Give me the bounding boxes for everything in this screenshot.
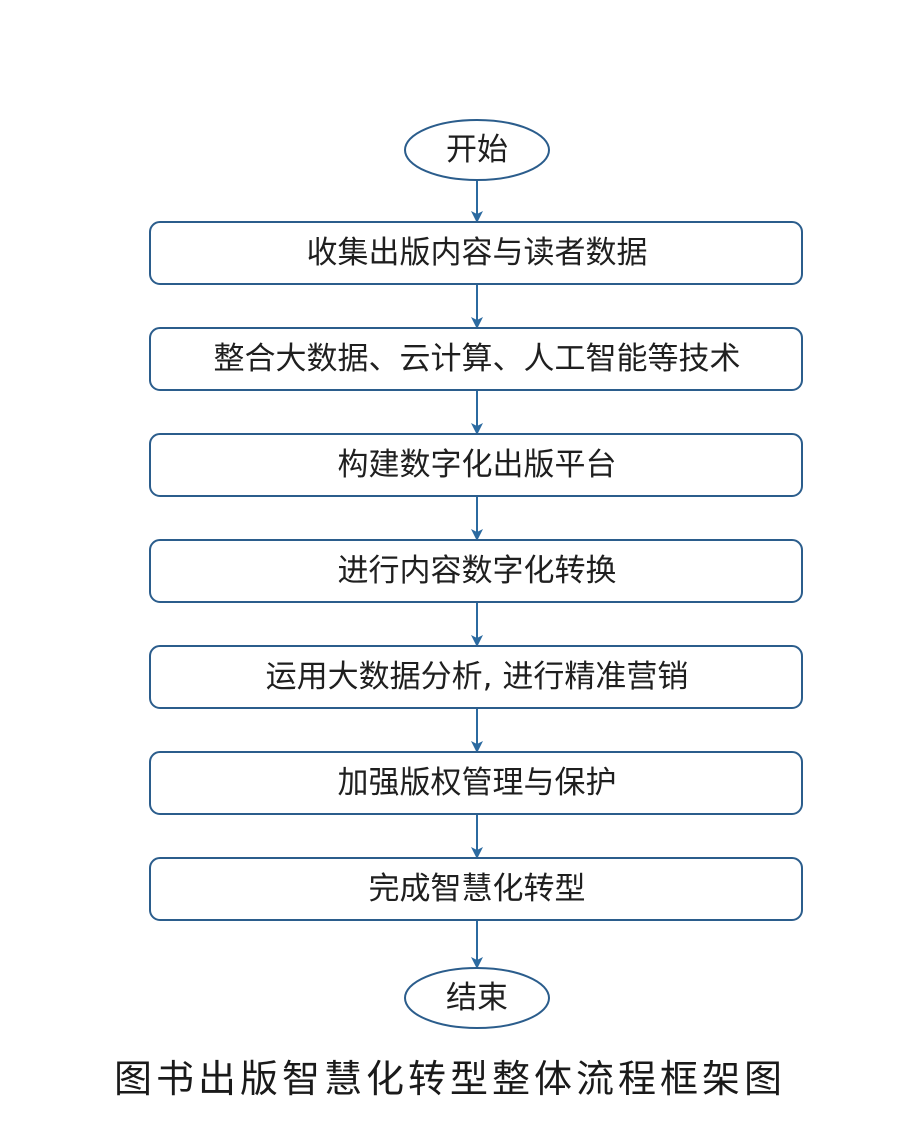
- process-box: [149, 327, 803, 391]
- diagram-caption: 图书出版智慧化转型整体流程框架图: [113, 1057, 786, 1101]
- node-label: 加强版权管理与保护: [338, 765, 617, 801]
- node-step6: 加强版权管理与保护: [149, 751, 803, 815]
- node-label: 完成智慧化转型: [369, 871, 586, 907]
- node-label: 整合大数据、云计算、人工智能等技术: [214, 341, 741, 377]
- process-box: [149, 433, 803, 497]
- node-step2: 整合大数据、云计算、人工智能等技术: [149, 327, 803, 391]
- node-step3: 构建数字化出版平台: [149, 433, 803, 497]
- node-step7: 完成智慧化转型: [149, 857, 803, 921]
- node-step4: 进行内容数字化转换: [149, 539, 803, 603]
- node-step1: 收集出版内容与读者数据: [149, 221, 803, 285]
- process-box: [149, 645, 803, 709]
- process-box: [149, 751, 803, 815]
- node-start: 开始: [404, 119, 550, 181]
- node-label: 结束: [446, 980, 508, 1016]
- process-box: [149, 221, 803, 285]
- node-step5: 运用大数据分析, 进行精准营销: [149, 645, 803, 709]
- terminal-ellipse: [404, 967, 550, 1029]
- process-box: [149, 857, 803, 921]
- node-label: 收集出版内容与读者数据: [307, 235, 648, 271]
- process-box: [149, 539, 803, 603]
- node-label: 进行内容数字化转换: [338, 553, 617, 589]
- node-label: 开始: [446, 132, 508, 168]
- node-label: 构建数字化出版平台: [338, 447, 617, 483]
- node-end: 结束: [404, 967, 550, 1029]
- terminal-ellipse: [404, 119, 550, 181]
- node-label: 运用大数据分析, 进行精准营销: [266, 659, 689, 695]
